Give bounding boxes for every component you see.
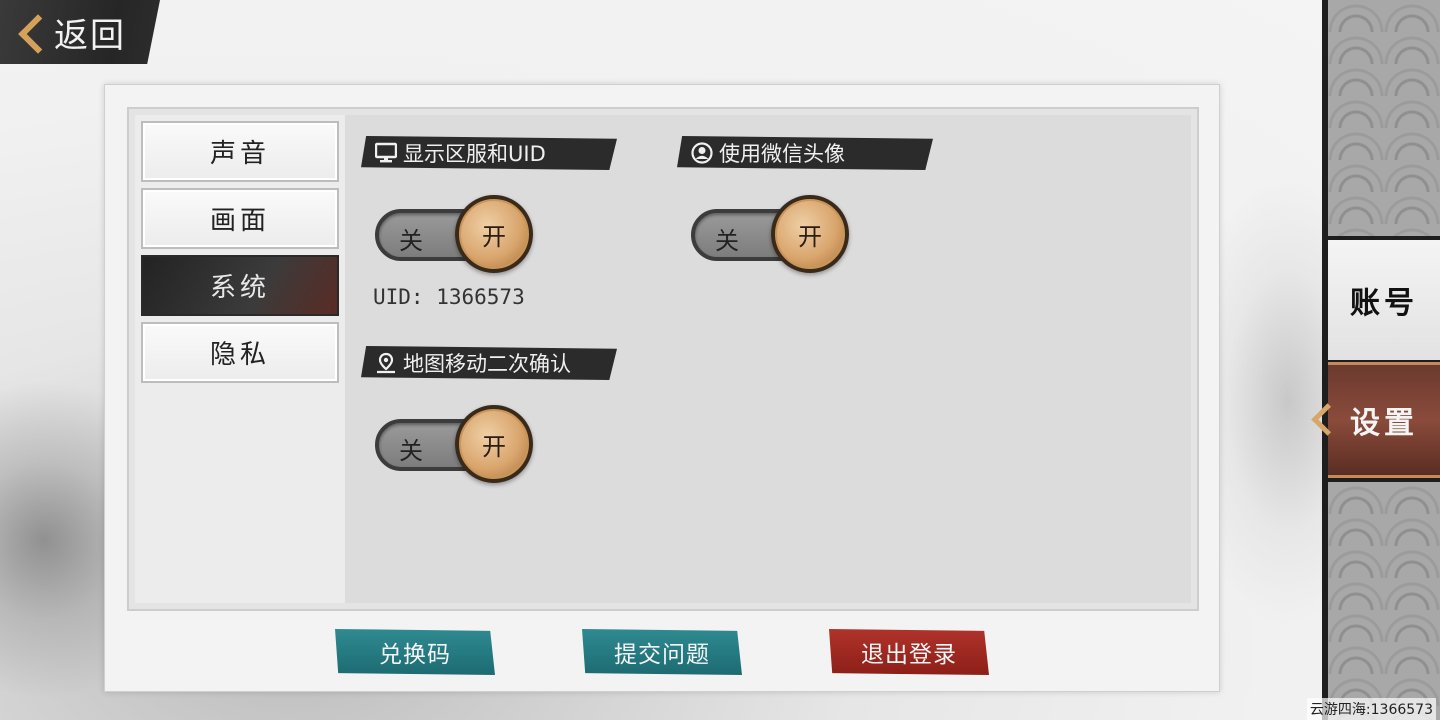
side-tab-account[interactable]: 账号 (1328, 240, 1440, 360)
monitor-icon (375, 142, 397, 164)
nav-item-privacy[interactable]: 隐私 (141, 322, 339, 383)
side-tab-strip: 账号 设置 (1322, 0, 1440, 720)
section-header-map-confirm: 地图移动二次确认 (361, 346, 617, 380)
nav-item-system[interactable]: 系统 (141, 255, 339, 316)
toggle-knob-on[interactable]: 开 (455, 405, 533, 483)
toggle-knob-on[interactable]: 开 (455, 195, 533, 273)
section-header-show-uid: 显示区服和UID (361, 136, 617, 170)
settings-content-frame: 声音 画面 系统 隐私 显示区服和UID 关 开 UID: 1366573 使用… (127, 107, 1199, 611)
uid-display: UID: 1366573 (373, 285, 525, 309)
active-tab-indicator-icon (1310, 402, 1332, 438)
map-pin-icon (375, 352, 397, 374)
server-info: 云游四海:1366573 (1306, 698, 1436, 720)
section-title-map-confirm: 地图移动二次确认 (403, 352, 571, 376)
section-header-wechat-avatar: 使用微信头像 (677, 136, 933, 170)
submit-issue-button[interactable]: 提交问题 (582, 629, 742, 675)
toggle-off-label: 关 (399, 227, 423, 255)
toggle-off-label: 关 (399, 437, 423, 465)
redeem-code-button[interactable]: 兑换码 (335, 629, 495, 675)
toggle-off-label: 关 (715, 227, 739, 255)
nav-item-sound[interactable]: 声音 (141, 121, 339, 182)
back-label: 返回 (54, 15, 126, 56)
back-button[interactable]: 返回 (0, 0, 160, 64)
toggle-wechat-avatar[interactable]: 关 开 (691, 191, 851, 281)
user-circle-icon (691, 142, 713, 164)
side-tab-settings[interactable]: 设置 (1328, 362, 1440, 478)
chevron-left-icon (18, 12, 44, 52)
settings-nav: 声音 画面 系统 隐私 (135, 115, 345, 603)
settings-panel: 声音 画面 系统 隐私 显示区服和UID 关 开 UID: 1366573 使用… (104, 84, 1220, 692)
wave-pattern-bottom (1328, 482, 1440, 720)
toggle-map-confirm[interactable]: 关 开 (375, 401, 535, 491)
wave-pattern-top (1328, 0, 1440, 236)
toggle-show-uid[interactable]: 关 开 (375, 191, 535, 281)
toggle-knob-on[interactable]: 开 (771, 195, 849, 273)
logout-button[interactable]: 退出登录 (829, 629, 989, 675)
nav-item-graphics[interactable]: 画面 (141, 188, 339, 249)
section-title-wechat-avatar: 使用微信头像 (719, 142, 845, 166)
section-title-show-uid: 显示区服和UID (403, 142, 546, 166)
